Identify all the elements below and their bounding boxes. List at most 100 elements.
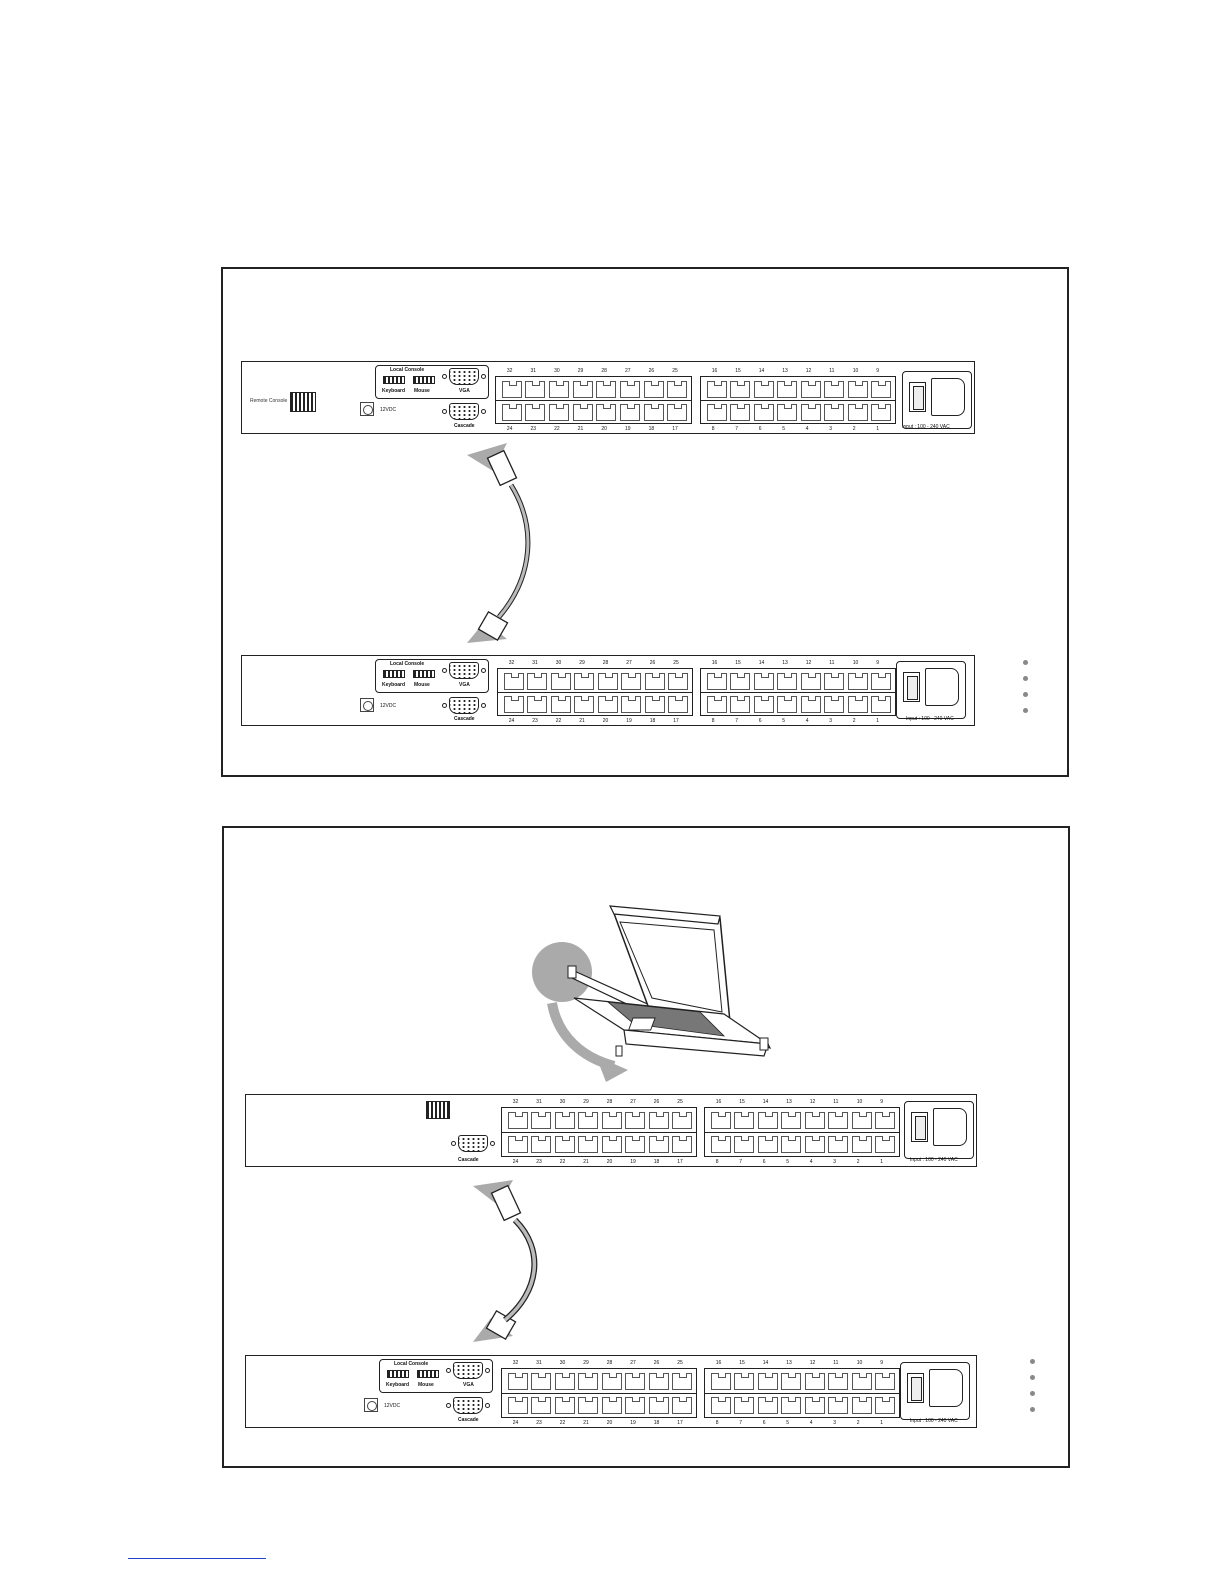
port-number-label: 16 xyxy=(715,1360,722,1366)
rj45-port xyxy=(525,381,546,398)
cascade-screw-right xyxy=(490,1141,495,1146)
rj45-port xyxy=(503,673,524,690)
port-number-label: 24 xyxy=(508,718,515,724)
rj45-port xyxy=(574,696,595,713)
rj45-port xyxy=(710,1373,731,1390)
rj45-port xyxy=(871,404,892,421)
rj45-port xyxy=(828,1112,849,1129)
port-number-label: 10 xyxy=(852,368,859,374)
rj45-port xyxy=(619,381,640,398)
port-number-label: 13 xyxy=(786,1099,792,1105)
port-number-label: 29 xyxy=(577,368,584,374)
cable-connector-top xyxy=(486,449,518,487)
vga-label: VGA xyxy=(459,388,470,394)
rj45-port xyxy=(871,696,892,713)
port-number-label: 15 xyxy=(739,1360,745,1366)
rj45-port xyxy=(804,1136,825,1153)
rj45-port xyxy=(851,1112,872,1129)
port-number-label: 8 xyxy=(711,718,715,724)
port-bank-left xyxy=(501,1107,697,1157)
rj45-port xyxy=(800,673,821,690)
port-number-label: 10 xyxy=(856,1360,863,1366)
rj45-port xyxy=(507,1397,528,1414)
vga-screw-left xyxy=(446,1368,451,1373)
rj45-port xyxy=(625,1136,646,1153)
power-input-label: Input : 100 - 240 VAC xyxy=(910,1418,958,1424)
port-number-label: 26 xyxy=(653,1360,660,1366)
rj45-port xyxy=(668,696,689,713)
arrow-up-head xyxy=(467,443,507,471)
port-number-label: 25 xyxy=(673,660,679,666)
power-input-label: Input : 100 - 240 VAC xyxy=(910,1157,958,1163)
port-number-label: 17 xyxy=(673,718,679,724)
cable-connector-top xyxy=(490,1184,522,1222)
port-number-label: 30 xyxy=(555,660,562,666)
port-number-label: 2 xyxy=(852,718,856,724)
rj45-port xyxy=(871,673,892,690)
power-switch xyxy=(907,1373,924,1403)
port-number-label: 28 xyxy=(606,1099,613,1105)
cascade-screw-left xyxy=(446,1403,451,1408)
rj45-port xyxy=(601,1112,622,1129)
port-number-label: 1 xyxy=(880,1420,884,1426)
port-number-label: 24 xyxy=(512,1420,519,1426)
rj45-port xyxy=(734,1373,755,1390)
port-number-label: 18 xyxy=(653,1159,660,1165)
local-console-group xyxy=(375,659,489,693)
vga-screw-left xyxy=(442,374,447,379)
port-number-label: 16 xyxy=(711,660,718,666)
port-number-label: 26 xyxy=(653,1099,660,1105)
port-number-label: 9 xyxy=(880,1099,884,1105)
port-number-label: 2 xyxy=(856,1420,860,1426)
rj45-port xyxy=(527,696,548,713)
port-number-label: 3 xyxy=(833,1420,837,1426)
port-number-label: 6 xyxy=(758,718,762,724)
port-number-label: 15 xyxy=(735,660,741,666)
cascade-port xyxy=(449,697,479,714)
rj45-port xyxy=(507,1373,528,1390)
port-number-label: 10 xyxy=(856,1099,863,1105)
port-number-label: 30 xyxy=(559,1360,566,1366)
rj45-port xyxy=(597,673,618,690)
vga-label: VGA xyxy=(459,682,470,688)
cascade-cable xyxy=(467,443,531,643)
port-number-label: 28 xyxy=(606,1360,613,1366)
rj45-port xyxy=(625,1373,646,1390)
port-number-label: 17 xyxy=(677,1159,683,1165)
power-module xyxy=(902,371,972,429)
power-input-label: Input : 100 - 240 VAC xyxy=(906,716,954,722)
rj45-port xyxy=(828,1397,849,1414)
port-number-label: 11 xyxy=(833,1099,839,1105)
touchpad xyxy=(627,1017,656,1031)
rj45-port xyxy=(643,381,664,398)
port-number-label: 28 xyxy=(602,660,609,666)
rj45-port xyxy=(501,404,522,421)
port-number-label: 19 xyxy=(630,1420,636,1426)
port-number-label: 13 xyxy=(782,660,788,666)
mount-bracket-front xyxy=(615,1045,623,1057)
rj45-port xyxy=(531,1397,552,1414)
port-number-label: 27 xyxy=(630,1360,636,1366)
port-number-label: 31 xyxy=(536,1099,542,1105)
port-number-label: 25 xyxy=(677,1099,683,1105)
rj45-port xyxy=(734,1112,755,1129)
port-number-label: 24 xyxy=(512,1159,519,1165)
port-number-label: 18 xyxy=(653,1420,660,1426)
port-number-label: 8 xyxy=(715,1420,719,1426)
port-number-label: 26 xyxy=(648,368,655,374)
rj45-port xyxy=(734,1136,755,1153)
rj45-port xyxy=(619,404,640,421)
continuation-dot xyxy=(1030,1391,1035,1396)
port-number-label: 16 xyxy=(715,1099,722,1105)
cascade-port xyxy=(453,1397,483,1414)
port-number-label: 7 xyxy=(739,1420,743,1426)
port-number-label: 14 xyxy=(758,660,765,666)
local-console-label: Local Console xyxy=(394,1361,429,1367)
port-number-label: 7 xyxy=(735,426,739,432)
rj45-port xyxy=(847,381,868,398)
port-number-label: 12 xyxy=(805,368,812,374)
footer-link-underline[interactable] xyxy=(128,1558,266,1559)
port-number-label: 27 xyxy=(626,660,632,666)
keyboard-label: Keyboard xyxy=(382,682,406,688)
